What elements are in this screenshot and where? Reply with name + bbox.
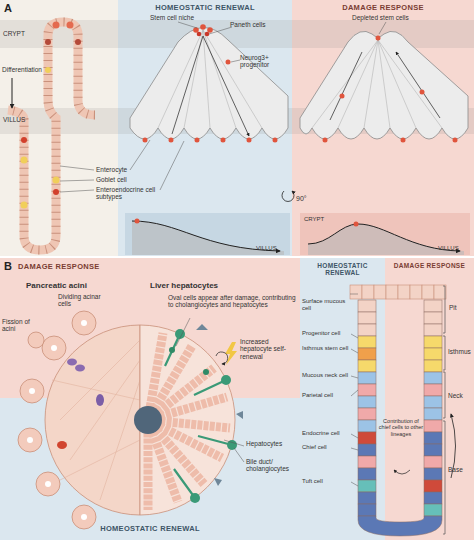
part-label: Neurog3+ progenitor [240, 54, 286, 69]
cell-label: Endocrine cell [302, 430, 352, 437]
band-heading: DAMAGE RESPONSE [18, 263, 168, 272]
process-label: Fission of acini [2, 318, 42, 333]
zone-label: Base [448, 466, 474, 473]
part-label: Depleted stem cells [352, 14, 432, 21]
axis-label: VILLUS [438, 245, 470, 252]
process-label: Dividing acinar cells [58, 293, 106, 308]
axis-label: VILLUS [256, 245, 288, 252]
cell-label: Isthmus stem cell [302, 345, 352, 352]
note-label: Contribution of chief cells to other lin… [378, 418, 424, 437]
part-label: Stem cell niche [150, 14, 210, 21]
cell-label: Surface mucous cell [302, 298, 352, 312]
note-label: Oval cells appear after damage, contribu… [168, 294, 296, 309]
condition-band: DAMAGE RESPONSE [0, 258, 300, 398]
part-label: Paneth cells [230, 21, 280, 28]
zone-label: VILLUS [3, 116, 43, 123]
zone-label: Pit [449, 304, 474, 311]
band-heading: B [4, 260, 18, 273]
condition-band: HOMEOSTATIC RENEWAL [118, 0, 292, 256]
band-heading: A [4, 2, 18, 15]
band-heading: HOMEOSTATIC RENEWAL [0, 525, 300, 534]
zone-label: CRYPT [3, 30, 43, 37]
cell-label: Enteroendocrine cell subtypes [96, 186, 162, 201]
process-label: Differentiation [2, 66, 50, 73]
cell-label: Tuft cell [302, 478, 352, 485]
cell-label: Chief cell [302, 444, 352, 451]
cell-label: Enterocyte [96, 166, 156, 173]
band-heading: DAMAGE RESPONSE [387, 262, 472, 269]
tissue-title: Pancreatic acini [26, 281, 116, 290]
zone-label: Isthmus [448, 348, 474, 355]
cell-label: Progenitor cell [302, 330, 352, 337]
cell-label: Mucous neck cell [302, 372, 352, 379]
rotation-label: 90° [296, 195, 320, 203]
cell-label: Bile duct/ cholangiocytes [246, 458, 298, 473]
band-heading: HOMEOSTATIC RENEWAL [118, 4, 292, 13]
cell-label: Goblet cell [96, 176, 156, 183]
band-heading: DAMAGE RESPONSE [292, 4, 474, 13]
tissue-title: Liver hepatocytes [150, 281, 250, 290]
axis-label: CRYPT [304, 216, 338, 223]
zone-label: Neck [448, 392, 474, 399]
cell-label: Hepatocytes [246, 440, 298, 447]
band-heading: HOMEOSTATIC RENEWAL [302, 262, 383, 277]
cell-label: Parietal cell [302, 392, 352, 399]
note-label: Increased hepatocyte self-renewal [240, 338, 298, 360]
panel-frame: A HOMEOSTATIC RENEWALDAMAGE RESPONSE [0, 0, 474, 256]
